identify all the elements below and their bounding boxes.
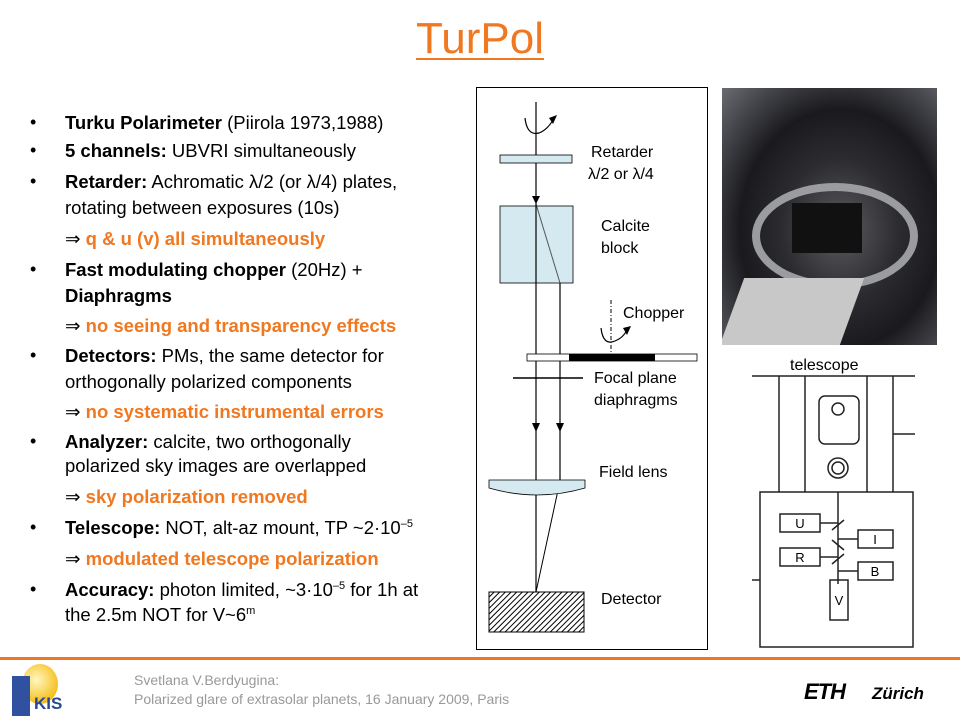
calcite-label: Calcite [601, 218, 650, 235]
implies-icon: ⇒ [65, 228, 81, 249]
bullet-consequence: ⇒ no systematic instrumental errors [65, 401, 384, 423]
bullet-marker: • [30, 140, 37, 160]
bullet-item: Accuracy: photon limited, ~3·10–5 for 1h… [65, 579, 418, 601]
bullet-heading: Telescope: [65, 517, 161, 538]
eth-logo: ETH [804, 679, 846, 704]
footer-author: Svetlana V.Berdyugina: [134, 672, 280, 688]
consequence-text: no systematic instrumental errors [85, 401, 384, 422]
footer-talk: Polarized glare of extrasolar planets, 1… [134, 691, 510, 707]
bullet-continuation: Diaphragms [65, 285, 172, 307]
bullet-heading: Accuracy: [65, 579, 155, 600]
bullet-item: 5 channels: UBVRI simultaneously [65, 140, 356, 162]
kis-logo: KIS [34, 694, 63, 713]
chopper-label: Chopper [623, 305, 685, 322]
bullet-text: photon limited, ~3·10 [154, 579, 333, 600]
bullet-item: Retarder: Achromatic λ/2 (or λ/4) plates… [65, 171, 397, 193]
consequence-text: no seeing and transparency effects [85, 315, 397, 336]
bullet-cont-text: the 2.5m NOT for V~6 [65, 604, 247, 625]
bullet-item: Analyzer: calcite, two orthogonally [65, 431, 351, 453]
bullet-text: NOT, alt-az mount, TP ~2·10 [160, 517, 401, 538]
bullet-marker: • [30, 431, 37, 451]
exponent: –5 [332, 579, 346, 592]
slide-title: TurPol [416, 14, 544, 63]
instrument-photo [722, 88, 937, 345]
bullet-text: PMs, the same detector for [156, 345, 384, 366]
bullet-heading: Detectors: [65, 345, 157, 366]
telescope-schematic: U I R B V [752, 375, 915, 648]
optical-path-drawing [488, 102, 698, 633]
diaphragms-label: diaphragms [594, 392, 678, 409]
bullet-marker: • [30, 259, 37, 279]
exponent: m [246, 604, 256, 617]
bullet-text: (Piirola 1973,1988) [221, 112, 384, 133]
bullet-continuation: the 2.5m NOT for V~6m [65, 604, 255, 626]
bullet-continuation: orthogonally polarized components [65, 371, 352, 393]
channel-u: U [795, 516, 804, 531]
retarder-sub-label: λ/2 or λ/4 [588, 166, 654, 183]
bullet-heading: Analyzer: [65, 431, 149, 452]
telescope-label: telescope [790, 357, 859, 374]
implies-icon: ⇒ [65, 548, 81, 569]
bullet-heading: Fast modulating chopper [65, 259, 286, 280]
bullet-cont-text: rotating between exposures (10s) [65, 197, 340, 218]
exponent: –5 [400, 517, 413, 530]
bullet-text: Achromatic λ/2 (or λ/4) plates, [147, 171, 398, 192]
implies-icon: ⇒ [65, 315, 81, 336]
bullet-marker: • [30, 345, 37, 365]
consequence-text: modulated telescope polarization [85, 548, 379, 569]
bullet-marker: • [30, 171, 37, 191]
bullet-heading: 5 channels: [65, 140, 167, 161]
bullet-item: Detectors: PMs, the same detector for [65, 345, 384, 367]
bullet-consequence: ⇒ sky polarization removed [65, 486, 308, 508]
bullet-text-end: for 1h at [345, 579, 419, 600]
channel-b: B [871, 564, 880, 579]
bullet-item: Fast modulating chopper (20Hz) + [65, 259, 363, 281]
bullet-item: Telescope: NOT, alt-az mount, TP ~2·10–5 [65, 517, 413, 539]
bullet-heading: Retarder: [65, 171, 148, 192]
footer-divider [0, 657, 960, 660]
kis-logo-block [12, 676, 30, 716]
bullet-continuation: rotating between exposures (10s) [65, 197, 340, 219]
retarder-label: Retarder [591, 144, 654, 161]
bullet-marker: • [30, 112, 37, 132]
bullet-heading-cont: Diaphragms [65, 285, 172, 306]
consequence-text: sky polarization removed [85, 486, 308, 507]
bullet-text: calcite, two orthogonally [148, 431, 351, 452]
bullet-consequence: ⇒ q & u (v) all simultaneously [65, 228, 325, 250]
bullet-cont-text: orthogonally polarized components [65, 371, 352, 392]
channel-r: R [795, 550, 804, 565]
channel-i: I [873, 532, 877, 547]
photo-panel [722, 278, 865, 345]
focal-plane-label: Focal plane [594, 370, 677, 387]
bullet-continuation: polarized sky images are overlapped [65, 455, 366, 477]
bullet-heading: Turku Polarimeter [65, 112, 222, 133]
bullet-marker: • [30, 517, 37, 537]
eth-city: Zürich [872, 684, 924, 703]
implies-icon: ⇒ [65, 401, 81, 422]
photo-instrument [792, 203, 862, 253]
detector-label: Detector [601, 591, 662, 608]
field-lens-label: Field lens [599, 464, 668, 481]
bullet-marker: • [30, 579, 37, 599]
bullet-consequence: ⇒ modulated telescope polarization [65, 548, 379, 570]
bullet-text: UBVRI simultaneously [166, 140, 356, 161]
channel-v: V [835, 593, 844, 608]
calcite-sub-label: block [601, 240, 639, 257]
bullet-cont-text: polarized sky images are overlapped [65, 455, 367, 476]
implies-icon: ⇒ [65, 486, 81, 507]
optical-diagram: Retarder λ/2 or λ/4 Calcite block Choppe… [476, 87, 708, 650]
consequence-text: q & u (v) all simultaneously [85, 228, 326, 249]
bullet-item: Turku Polarimeter (Piirola 1973,1988) [65, 112, 383, 134]
bullet-consequence: ⇒ no seeing and transparency effects [65, 315, 396, 337]
bullet-text: (20Hz) + [285, 259, 363, 280]
